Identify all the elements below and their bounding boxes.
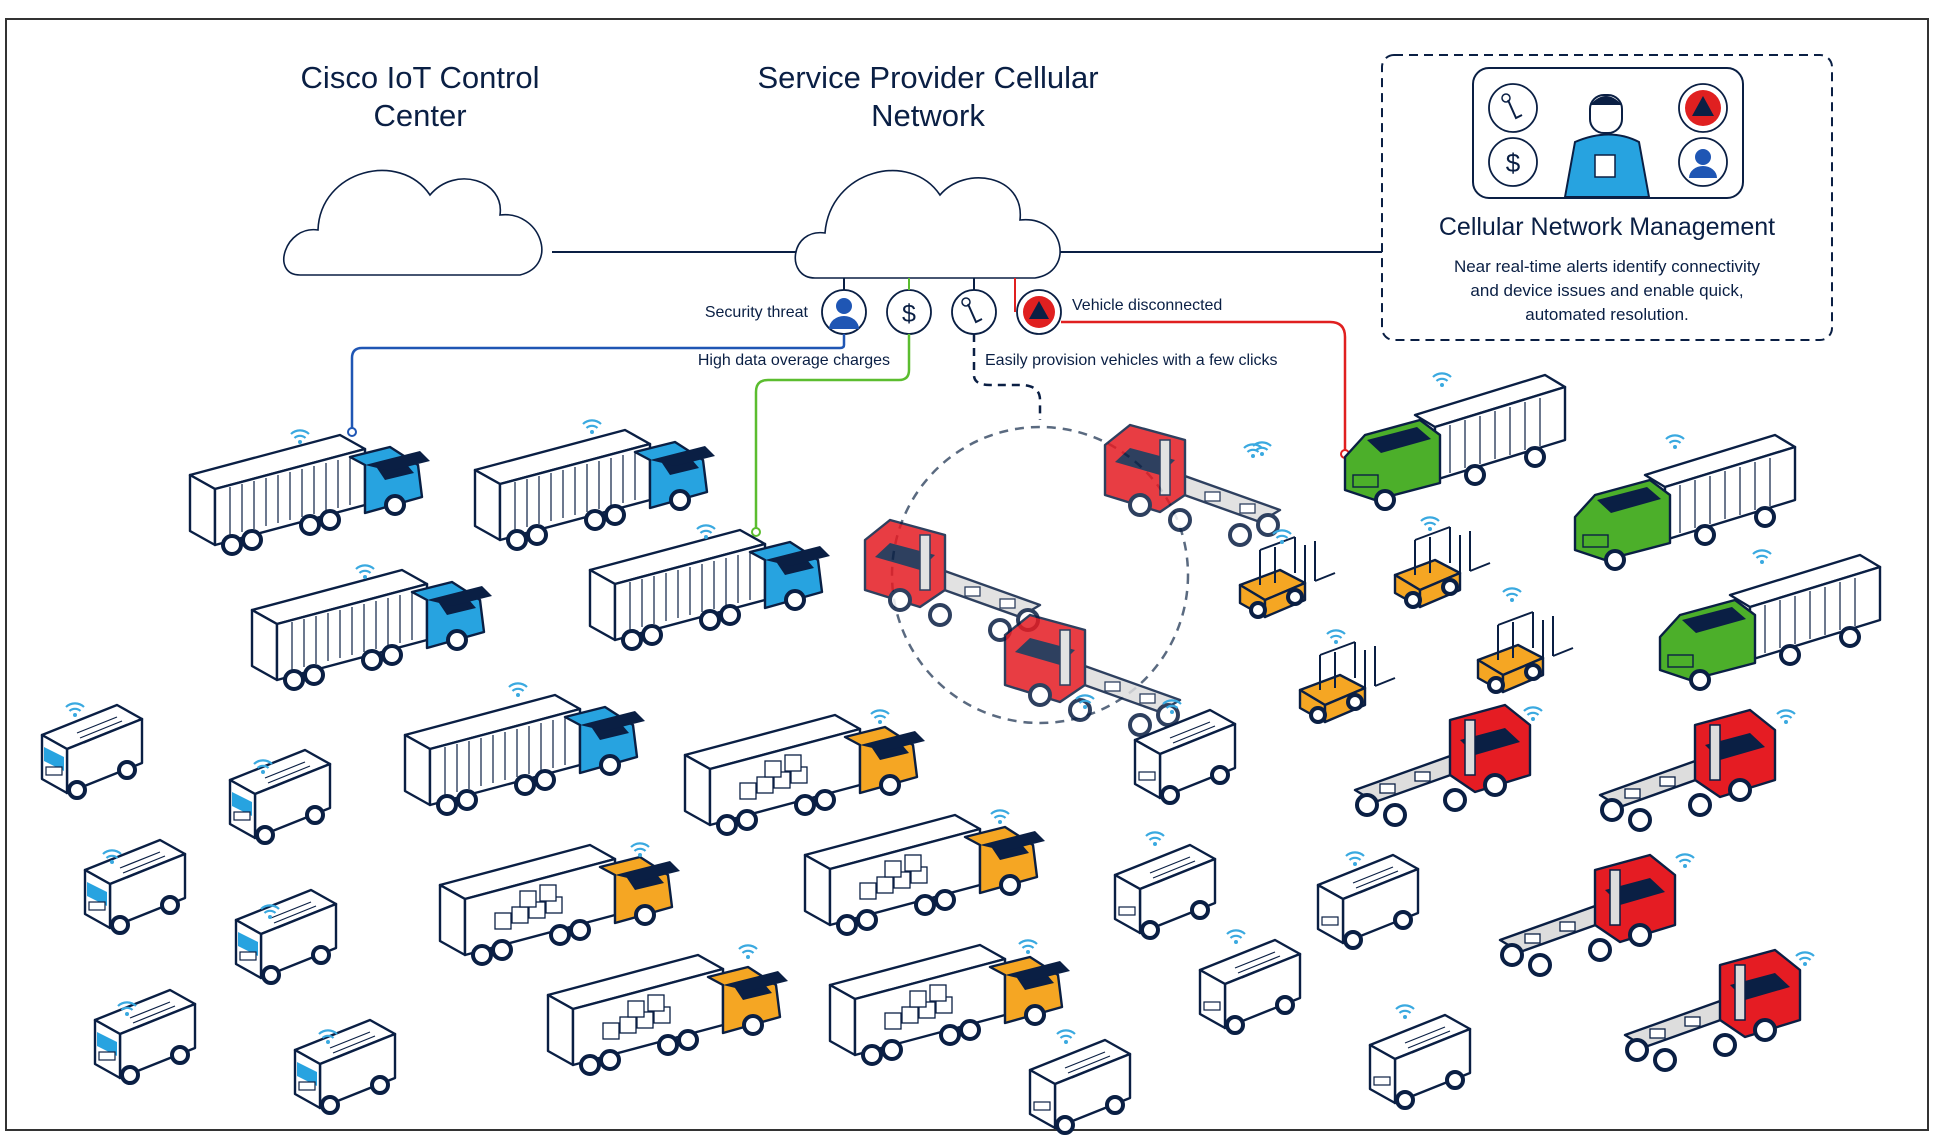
overage-dollar-icon: $ — [886, 289, 932, 335]
tap-icon — [1488, 83, 1538, 133]
overage-label: High data overage charges — [698, 352, 890, 369]
cellular-network-label: Service Provider Cellular — [757, 60, 1098, 95]
provision-line — [972, 334, 1042, 420]
forklift — [1393, 525, 1492, 609]
red-tractor — [1353, 703, 1532, 827]
control-center-label: Cisco IoT Control — [301, 60, 540, 95]
disconnected-warning-icon — [1016, 289, 1062, 335]
provision-label: Easily provision vehicles with a few cli… — [985, 352, 1278, 369]
blue-semi-truck — [588, 528, 832, 651]
blue-van — [234, 888, 338, 985]
svg-text:$: $ — [1506, 148, 1521, 178]
white-van — [1198, 938, 1302, 1035]
dollar-icon: $ — [1488, 137, 1538, 187]
forklift — [1298, 640, 1397, 724]
orange-box-truck — [828, 943, 1072, 1066]
security-line — [350, 334, 846, 430]
orange-box-truck — [438, 843, 682, 966]
green-semi-truck — [1343, 373, 1567, 511]
operator-person-icon — [1563, 94, 1651, 198]
red-tractor-provisioning — [1103, 423, 1282, 547]
white-van — [1028, 1038, 1132, 1135]
management-title: Cellular Network Management — [1439, 213, 1775, 241]
security-alert-icon — [821, 289, 867, 335]
blue-semi-truck — [188, 433, 432, 556]
disconnected-label: Vehicle disconnected — [1072, 297, 1222, 314]
blue-semi-truck — [473, 428, 717, 551]
red-tractor-provisioning — [1003, 613, 1182, 737]
green-semi-truck — [1658, 553, 1882, 691]
control-center-cloud — [283, 169, 543, 276]
white-van — [1316, 853, 1420, 950]
overage-line — [754, 334, 911, 530]
red-tractor — [1623, 948, 1802, 1072]
green-semi-truck — [1573, 433, 1797, 571]
provision-tap-icon — [951, 289, 997, 335]
white-van — [1368, 1013, 1472, 1110]
disconnected-line — [1061, 320, 1347, 452]
blue-semi-truck — [250, 568, 494, 691]
blue-van — [93, 988, 197, 1085]
user-avatar-icon — [1678, 137, 1728, 187]
blue-semi-truck — [403, 693, 647, 816]
warning-icon — [1678, 83, 1728, 133]
control-center-label-2: Center — [373, 98, 466, 133]
blue-van — [83, 838, 187, 935]
management-desc-1: Near real-time alerts identify connectiv… — [1454, 257, 1761, 276]
blue-van — [228, 748, 332, 845]
blue-van — [293, 1018, 397, 1115]
svg-text:$: $ — [902, 300, 916, 328]
forklift — [1476, 610, 1575, 694]
red-tractor — [1498, 853, 1677, 977]
management-desc-2: and device issues and enable quick, — [1470, 281, 1743, 300]
management-panel: $ Cellular Network Management Near real-… — [1381, 54, 1833, 341]
management-desc-3: automated resolution. — [1525, 305, 1689, 324]
white-van — [1113, 843, 1217, 940]
blue-van — [40, 703, 144, 800]
forklift — [1238, 535, 1337, 619]
diagram-frame — [5, 18, 1929, 1131]
orange-box-truck — [683, 713, 927, 836]
orange-box-truck — [803, 813, 1047, 936]
security-threat-label: Security threat — [705, 304, 809, 321]
cellular-network-cloud — [794, 169, 1061, 279]
red-tractor-provisioning — [863, 518, 1042, 642]
orange-box-truck — [546, 953, 790, 1076]
cellular-network-label-2: Network — [871, 98, 985, 133]
red-tractor — [1598, 708, 1777, 832]
